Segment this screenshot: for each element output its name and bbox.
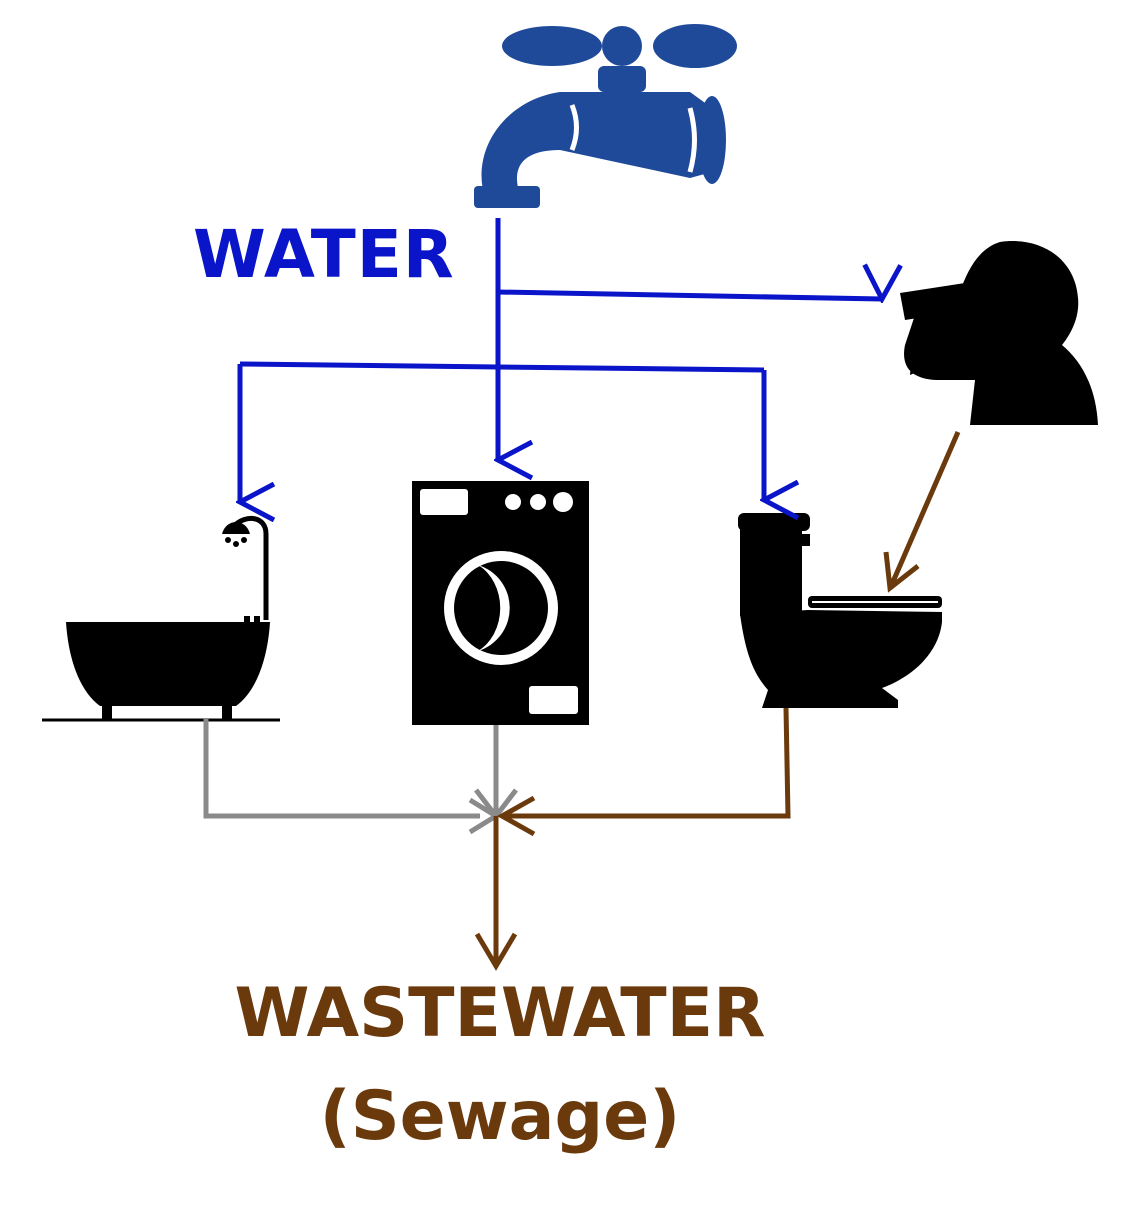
person-to-toilet-arrowhead [883,551,920,593]
toilet-drain-line [502,707,791,819]
toilet-drain-arrowhead [496,795,536,837]
water-label: WATER [193,216,455,293]
bathtub-drain-line [203,718,480,819]
sewage-label: (Sewage) [319,1077,681,1156]
washing-machine-icon [412,481,589,725]
bathtub-shower-icon [42,516,280,722]
sewage-out-arrowhead [474,932,518,971]
faucet-icon [474,24,737,208]
supply-branch-line [239,361,765,373]
toilet-icon [738,513,942,708]
greywater-flow-lines [203,718,518,835]
supply-to-person-line [497,292,882,299]
person-to-toilet-line [889,431,961,585]
person-drinking-icon [900,241,1098,425]
sewage-flow-lines [474,431,961,971]
faucet-details [569,104,697,173]
wastewater-label: WASTEWATER [234,974,766,1053]
water-flow-lines [240,218,882,502]
